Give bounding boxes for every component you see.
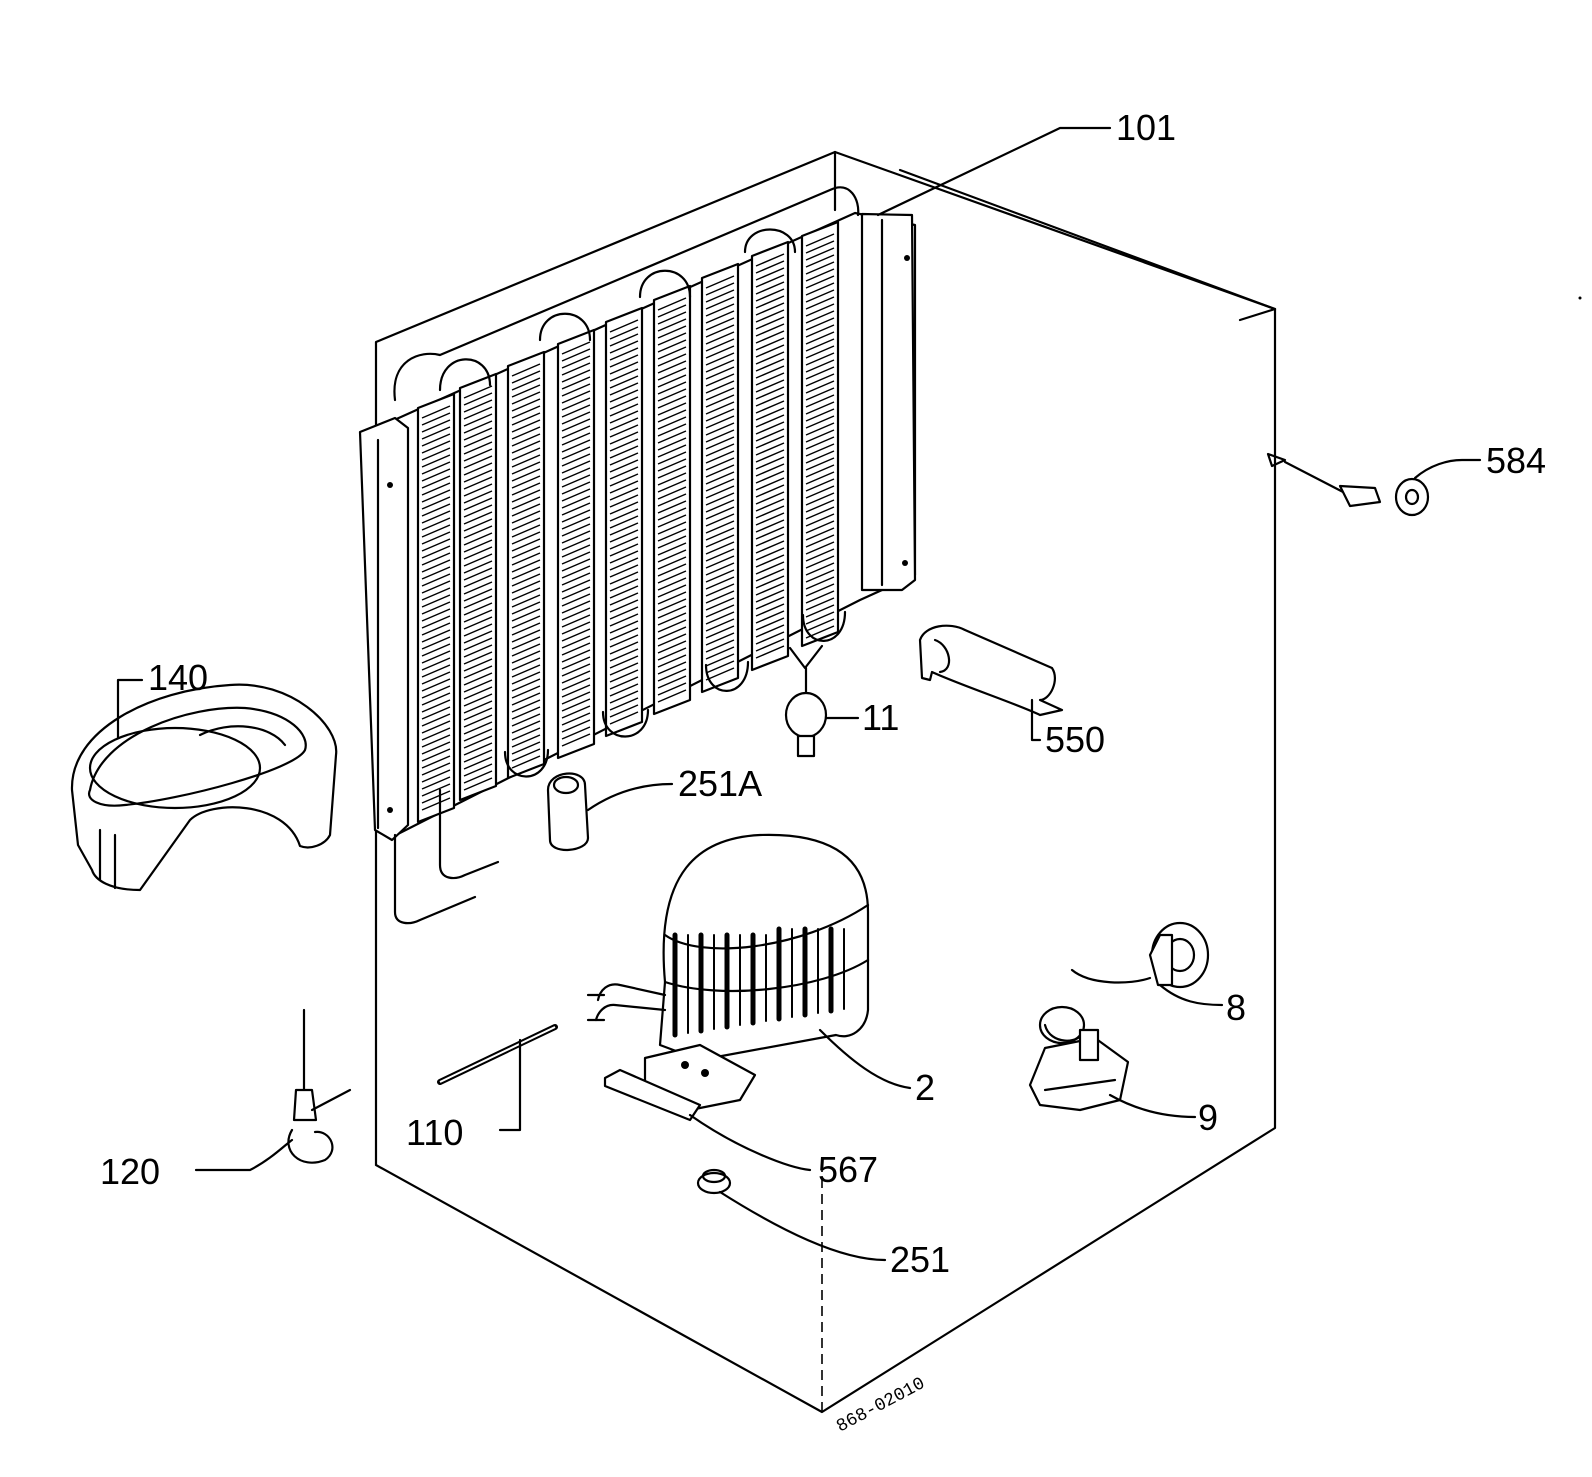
callout-labels: 101 584 140 11 550 251A 8 2 9 110 120 56… — [100, 107, 1546, 1280]
fin-column — [556, 328, 596, 760]
callout-8: 8 — [1226, 987, 1246, 1028]
condenser-coil-icon — [358, 186, 917, 925]
tube-icon — [437, 1024, 558, 1085]
sensor-wire-icon — [1266, 452, 1430, 517]
fin-column — [652, 284, 692, 716]
compressor-icon — [586, 833, 870, 1112]
start-relay-icon — [1028, 1005, 1130, 1112]
compressor-ribs — [672, 926, 845, 1038]
callout-2: 2 — [915, 1067, 935, 1108]
callout-584: 584 — [1486, 440, 1546, 481]
callout-101: 101 — [1116, 107, 1176, 148]
callout-110: 110 — [406, 1112, 463, 1153]
callout-567: 567 — [818, 1149, 878, 1190]
callout-550: 550 — [1045, 719, 1105, 760]
drip-tray-icon — [70, 683, 338, 892]
callout-9: 9 — [1198, 1097, 1218, 1138]
fin-column — [800, 220, 840, 648]
capillary-filter-icon — [287, 1008, 352, 1164]
callout-11: 11 — [862, 697, 899, 738]
overload-relay-icon — [1070, 921, 1210, 989]
fin-column — [416, 392, 456, 824]
fin-column — [700, 262, 740, 694]
callout-140: 140 — [148, 657, 208, 698]
grommet-icon — [696, 1168, 732, 1195]
mounting-plate-icon — [603, 1068, 702, 1122]
callout-251a: 251A — [678, 763, 762, 804]
fin-column — [750, 240, 790, 672]
condenser-fins — [416, 220, 840, 824]
fin-column — [458, 372, 498, 802]
fin-column — [506, 350, 546, 780]
fin-column — [604, 306, 644, 738]
callout-120: 120 — [100, 1151, 160, 1192]
leader-lines — [116, 126, 1482, 1262]
sleeve-icon — [546, 772, 590, 852]
drawing-code: 868-02010 — [833, 1374, 928, 1437]
callout-251: 251 — [890, 1239, 950, 1280]
clip-bracket-icon — [918, 624, 1064, 717]
drier-valve-icon — [784, 644, 828, 758]
